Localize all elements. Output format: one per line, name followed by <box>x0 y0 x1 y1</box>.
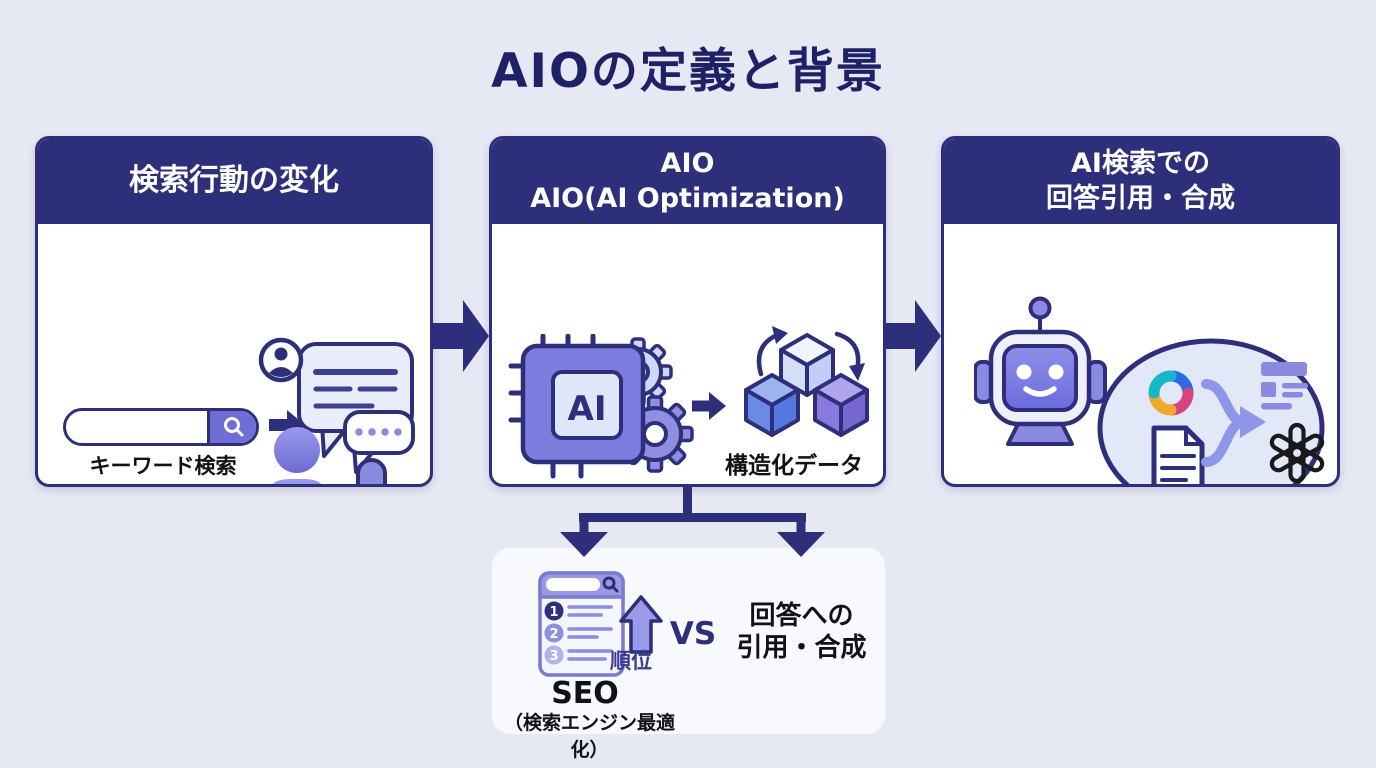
rank-badge-2: 2 <box>549 627 558 642</box>
seo-subtitle: （検索エンジン最適化） <box>503 712 675 761</box>
panel-aio-title-line2: AIO(AI Optimization) <box>530 182 845 214</box>
ai-chip-gears-icon: AI <box>508 334 694 479</box>
robot-icon <box>974 296 1107 446</box>
keyword-search-label: キーワード検索 <box>89 454 237 478</box>
cube-right <box>813 373 869 437</box>
branch-connector <box>560 487 825 557</box>
panel-ai-search-body: Copilot、Google AIモード、 ChatGPTなど <box>944 224 1337 484</box>
search-bar <box>63 408 259 446</box>
panel-aio-body: AI <box>492 224 883 484</box>
answer-citation-line1: 回答への <box>749 601 854 631</box>
rank-row-2: 2 <box>544 623 613 643</box>
cube-top <box>779 333 835 397</box>
answer-citation-line2: 引用・合成 <box>736 633 867 663</box>
rank-row-1: 1 <box>544 601 613 621</box>
merge-arrow-icon <box>1201 379 1266 467</box>
panel-ai-search-title-line2: 回答引用・合成 <box>1046 182 1235 214</box>
panel-aio-title-line1: AIO <box>660 147 715 179</box>
user-avatar-icon <box>258 337 304 383</box>
panel-search-behavior-body: キーワード検索 <box>38 224 430 484</box>
panel-search-behavior-header: 検索行動の変化 <box>38 139 430 224</box>
serp-ranking-icon: 1 2 3 <box>538 571 663 677</box>
magnifier-icon <box>223 417 243 437</box>
panel-aio-header: AIO AIO(AI Optimization) <box>492 139 883 224</box>
vs-label: VS <box>669 616 717 652</box>
seo-title: SEO <box>551 676 619 711</box>
rank-up-arrow-icon <box>619 595 663 654</box>
panel-ai-search-title-line1: AI検索での <box>1071 147 1210 179</box>
rank-row-3: 3 <box>544 645 613 665</box>
copilot-icon <box>1148 370 1194 416</box>
rank-badge-1: 1 <box>549 605 558 620</box>
panel-aio-definition: AIO AIO(AI Optimization) <box>489 136 886 487</box>
document-icon <box>1151 425 1205 484</box>
page-title: AIOの定義と背景 <box>491 44 885 99</box>
chatgpt-icon <box>1269 422 1325 484</box>
arrow-right-icon <box>692 392 726 420</box>
panel-ai-search-citation: AI検索での 回答引用・合成 <box>941 136 1340 487</box>
answer-layout-icon <box>1261 362 1308 410</box>
structured-data-cubes-icon <box>744 326 869 437</box>
panel-arrow-left-to-middle-icon <box>433 300 489 372</box>
seo-vs-aio-subpanel: 1 2 3 順位 SEO （検索エンジン最適化） VS 回答への <box>492 548 885 761</box>
ai-services-bubble <box>1097 338 1325 484</box>
search-button <box>207 411 256 443</box>
panel-search-behavior: 検索行動の変化 キーワード検索 <box>35 136 433 487</box>
panel-arrow-middle-to-right-icon <box>885 300 941 372</box>
person-icon <box>272 427 322 484</box>
conversation-illustration <box>258 337 415 484</box>
answer-citation-label: 回答への 引用・合成 <box>724 600 879 664</box>
rank-label: 順位 <box>610 649 652 673</box>
ai-chip-icon: AI <box>520 343 646 465</box>
chat-bubble-icon <box>297 342 414 458</box>
bubble-tail <box>1144 483 1148 484</box>
rank-badge-3: 3 <box>549 649 558 664</box>
structured-data-label: 構造化データ <box>725 453 863 479</box>
chip-ai-label: AI <box>568 389 607 429</box>
panel-search-behavior-title: 検索行動の変化 <box>129 163 339 199</box>
microphone-icon <box>356 458 387 484</box>
cube-left <box>744 373 800 437</box>
panel-ai-search-header: AI検索での 回答引用・合成 <box>944 139 1337 224</box>
